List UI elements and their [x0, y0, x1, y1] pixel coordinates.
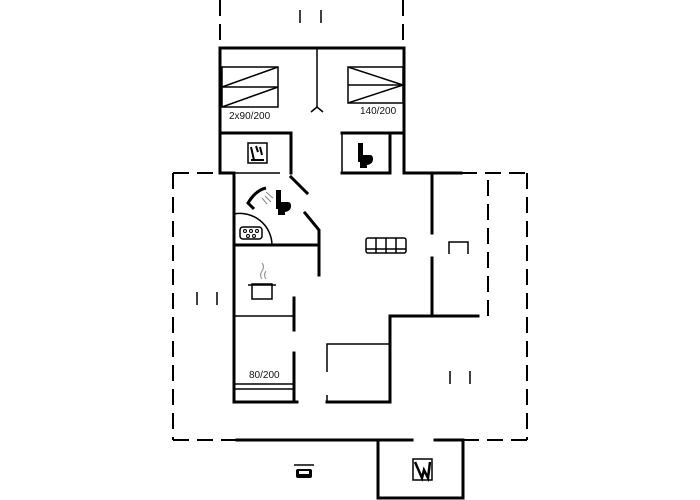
- walls: [218, 46, 480, 500]
- bed-size-label: 140/200: [360, 106, 397, 117]
- whirlpool-icon: [239, 226, 263, 240]
- sofa-icon: [365, 237, 407, 254]
- car-icon: [294, 464, 314, 478]
- bed-icon: [347, 66, 404, 104]
- bed-size-label: 80/200: [249, 370, 280, 381]
- terrace-outlines: [172, 0, 528, 441]
- shower-icon: [246, 186, 274, 211]
- toilet-icon: [276, 190, 291, 215]
- fireplace-icon: [412, 458, 433, 483]
- bed-size-label: 2x90/200: [229, 111, 271, 122]
- sauna-icon: [247, 142, 268, 164]
- cooking-pot-icon: [248, 262, 276, 300]
- chair-icon: [448, 241, 469, 254]
- toilet-icon: [358, 143, 373, 168]
- bed-icon: [221, 66, 279, 108]
